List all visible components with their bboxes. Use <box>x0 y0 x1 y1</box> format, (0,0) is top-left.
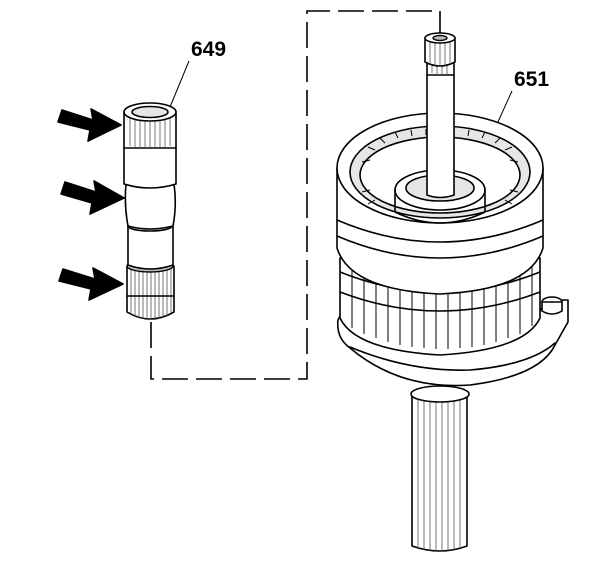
shaft-649 <box>123 102 177 320</box>
arrow-pointer-icon <box>60 180 125 215</box>
leader-line-651 <box>496 90 513 125</box>
callout-649: 649 <box>191 38 226 61</box>
arrow-pointer-icon <box>57 108 122 142</box>
arrow-pointer-icon <box>58 267 124 301</box>
callout-651: 651 <box>514 68 549 91</box>
leader-line-649 <box>169 60 190 108</box>
connection-leader <box>150 10 441 380</box>
gear-assembly-651 <box>336 32 569 552</box>
